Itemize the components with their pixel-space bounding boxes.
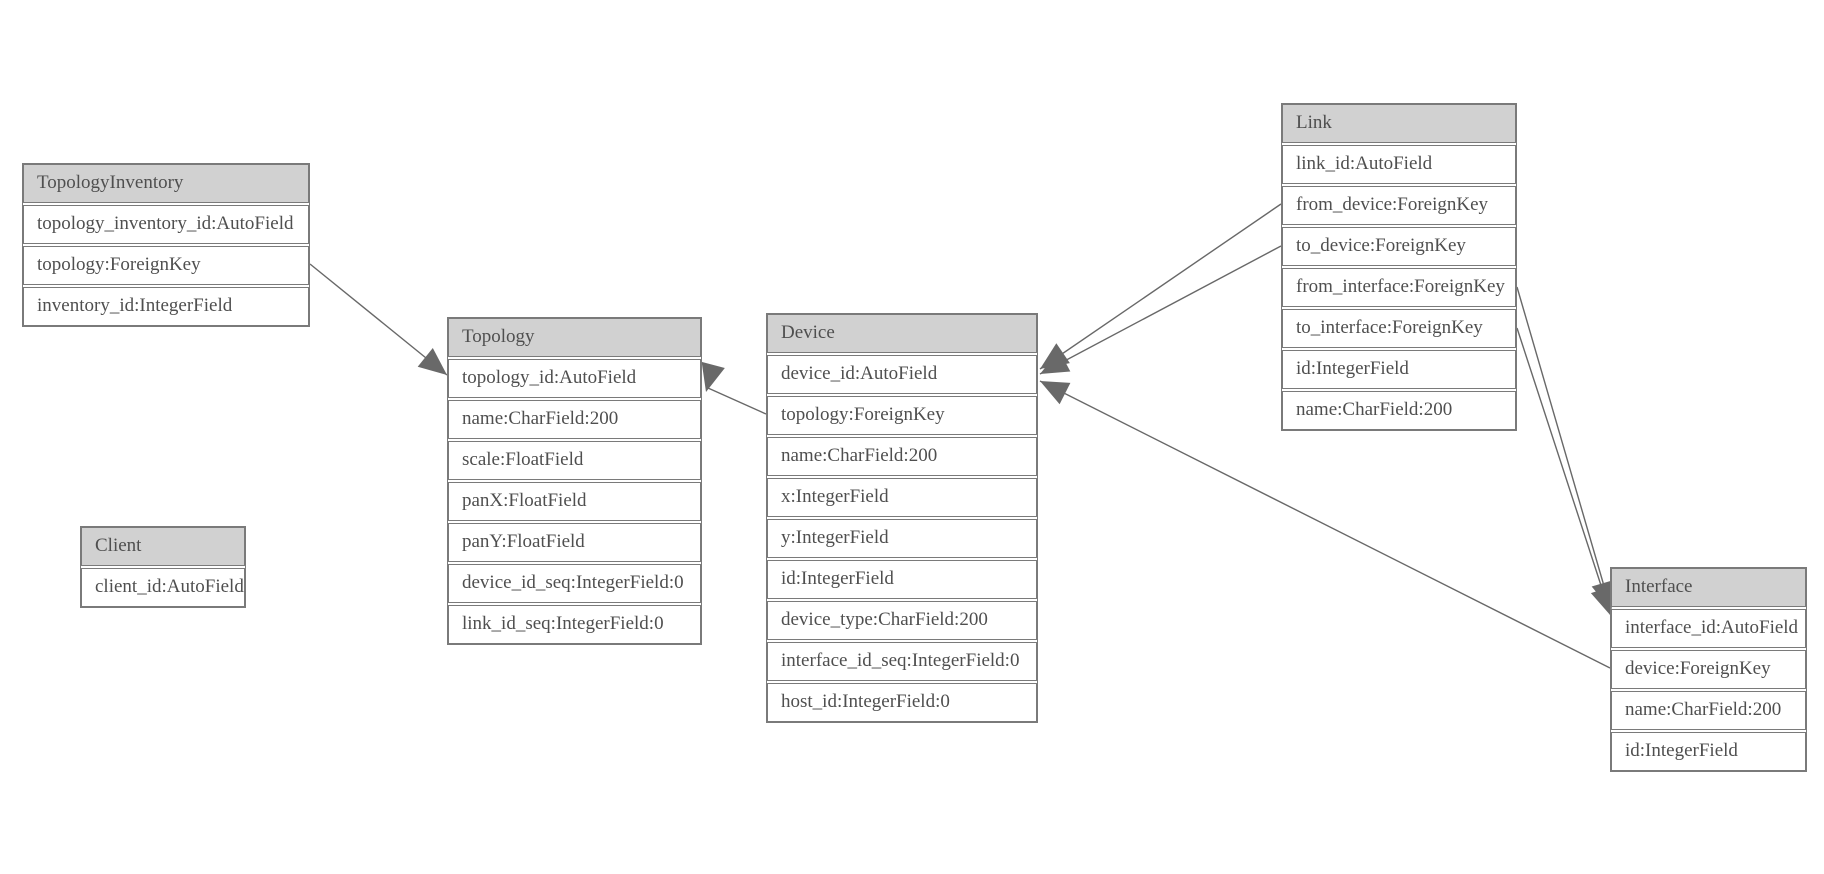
entity-table-title-link: Link xyxy=(1282,104,1516,143)
entity-field-row: link_id_seq:IntegerField:0 xyxy=(448,605,701,644)
entity-field-row: name:CharField:200 xyxy=(1611,691,1806,730)
entity-field-row: scale:FloatField xyxy=(448,441,701,480)
entity-field-row: to_interface:ForeignKey xyxy=(1282,309,1516,348)
entity-field-row: topology_inventory_id:AutoField xyxy=(23,205,309,244)
relation-arrowhead-topologyinventory-topology xyxy=(417,348,447,375)
entity-field-row: y:IntegerField xyxy=(767,519,1037,558)
entity-field-row: device:ForeignKey xyxy=(1611,650,1806,689)
entity-table-title-device: Device xyxy=(767,314,1037,353)
entity-field-row: device_id_seq:IntegerField:0 xyxy=(448,564,701,603)
entity-field-row: interface_id:AutoField xyxy=(1611,609,1806,648)
entity-field-row: panY:FloatField xyxy=(448,523,701,562)
entity-field-row: inventory_id:IntegerField xyxy=(23,287,309,326)
entity-field-row: from_interface:ForeignKey xyxy=(1282,268,1516,307)
relation-arrowhead-link-to_device-device xyxy=(1040,350,1071,374)
entity-field-row: interface_id_seq:IntegerField:0 xyxy=(767,642,1037,681)
relation-line-topologyinventory-topology xyxy=(309,263,448,376)
entity-table-title-interface: Interface xyxy=(1611,568,1806,607)
entity-field-row: id:IntegerField xyxy=(1282,350,1516,389)
relation-line-link-to_interface-interface xyxy=(1516,327,1612,617)
entity-table-title-client: Client xyxy=(81,527,245,566)
entity-field-row: from_device:ForeignKey xyxy=(1282,186,1516,225)
entity-field-row: name:CharField:200 xyxy=(1282,391,1516,430)
entity-field-row: device_id:AutoField xyxy=(767,355,1037,394)
entity-field-row: device_type:CharField:200 xyxy=(767,601,1037,640)
entity-table-title-topology-inventory: TopologyInventory xyxy=(23,164,309,203)
relation-arrowhead-link-from_device-device xyxy=(1040,343,1070,369)
entity-field-row: link_id:AutoField xyxy=(1282,145,1516,184)
relation-arrowhead-interface-device xyxy=(1040,381,1071,405)
entity-field-row: topology:ForeignKey xyxy=(23,246,309,285)
entity-field-row: x:IntegerField xyxy=(767,478,1037,517)
entity-field-row: client_id:AutoField xyxy=(81,568,245,607)
relation-line-link-from_interface-interface xyxy=(1516,286,1612,611)
entity-field-row: id:IntegerField xyxy=(767,560,1037,599)
entity-field-row: topology:ForeignKey xyxy=(767,396,1037,435)
entity-field-row: name:CharField:200 xyxy=(767,437,1037,476)
entity-field-row: topology_id:AutoField xyxy=(448,359,701,398)
entity-table-title-topology: Topology xyxy=(448,318,701,357)
entity-field-row: to_device:ForeignKey xyxy=(1282,227,1516,266)
relation-line-link-from_device-device xyxy=(1039,203,1282,370)
entity-field-row: host_id:IntegerField:0 xyxy=(767,683,1037,722)
relation-line-device-topology xyxy=(707,387,767,415)
entity-field-row: id:IntegerField xyxy=(1611,732,1806,771)
entity-field-row: name:CharField:200 xyxy=(448,400,701,439)
relation-line-link-to_device-device xyxy=(1039,245,1282,375)
entity-field-row: panX:FloatField xyxy=(448,482,701,521)
relation-arrowhead-device-topology xyxy=(701,361,725,392)
